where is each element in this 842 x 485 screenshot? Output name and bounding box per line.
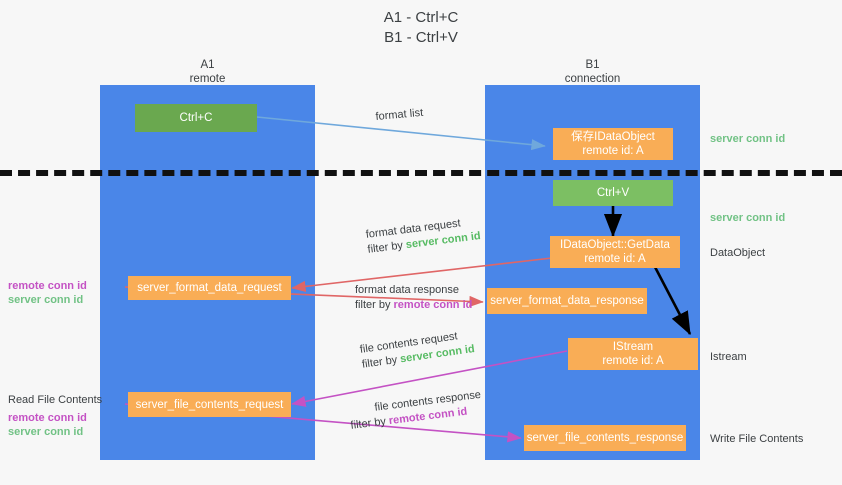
lane-header-b1-subtitle: connection	[564, 73, 621, 85]
node-ctrl-v[interactable]: Ctrl+V	[553, 180, 673, 206]
node-idataobject-getdata-label: IDataObject::GetData	[560, 239, 670, 251]
node-server-format-data-response-label: server_format_data_response	[490, 295, 644, 307]
edge-label-format-data-response: format data response filter by remote co…	[355, 283, 472, 313]
node-server-file-contents-response[interactable]: server_file_contents_response	[524, 425, 686, 451]
node-server-file-contents-request-label: server_file_contents_request	[135, 398, 284, 411]
lane-header-a1-title: A1	[200, 59, 215, 71]
filter-by-prefix-1: filter by	[366, 239, 407, 256]
node-server-format-data-response[interactable]: server_format_data_response	[487, 288, 647, 314]
node-idataobject-top-label: 保存IDataObject	[571, 131, 655, 143]
edge-label-format-data-request: format data request filter by server con…	[365, 214, 482, 258]
title-line-1: A1 - Ctrl+C	[383, 9, 459, 26]
title-line-2: B1 - Ctrl+V	[384, 29, 458, 46]
node-ctrl-c-label: Ctrl+C	[179, 112, 213, 124]
edge-label-file-contents-response: file contents response filter by remote …	[348, 388, 484, 434]
node-istream-sub: remote id: A	[602, 355, 664, 367]
edge-label-format-data-response-line1: format data response	[355, 284, 459, 296]
side-label-read-file-contents: Read File Contents	[8, 393, 102, 407]
node-server-file-contents-response-label: server_file_contents_response	[526, 432, 684, 444]
side-label-conn-ids-upper-remote: remote conn id	[8, 280, 87, 292]
edge-label-format-list: format list	[375, 106, 424, 125]
side-label-conn-ids-lower-remote: remote conn id	[8, 412, 87, 424]
node-ctrl-v-label: Ctrl+V	[596, 187, 630, 199]
filter-by-accent-2: remote conn id	[393, 299, 473, 311]
side-label-server-conn-id-top: server conn id	[710, 132, 785, 146]
node-idataobject-getdata-sub: remote id: A	[584, 253, 646, 265]
edge-label-file-contents-request: file contents request filter by server c…	[359, 327, 476, 373]
side-label-write-file-contents: Write File Contents	[710, 432, 803, 446]
filter-by-prefix-3: filter by	[361, 353, 402, 371]
lane-header-b1-title: B1	[585, 59, 600, 71]
phase-divider	[0, 170, 842, 176]
filter-by-prefix-2: filter by	[355, 299, 394, 311]
page-title: A1 - Ctrl+C B1 - Ctrl+V	[0, 8, 842, 48]
side-label-server-conn-id-mid-text: server conn id	[710, 212, 786, 224]
side-label-write-file-contents-text: Write File Contents	[710, 433, 804, 445]
side-label-conn-ids-upper: remote conn id server conn id	[8, 279, 87, 307]
node-istream[interactable]: IStream remote id: A	[568, 338, 698, 370]
side-label-read-file-contents-text: Read File Contents	[8, 394, 103, 406]
node-ctrl-c[interactable]: Ctrl+C	[135, 104, 257, 132]
side-label-conn-ids-lower-server: server conn id	[8, 426, 84, 438]
side-label-istream-text: Istream	[710, 351, 747, 363]
side-label-dataobject: DataObject	[710, 246, 765, 260]
edge-label-format-list-line1: format list	[375, 106, 424, 123]
node-server-format-data-request-label: server_format_data_request	[137, 282, 282, 294]
node-server-file-contents-request[interactable]: server_file_contents_request	[128, 392, 291, 417]
lane-header-a1-subtitle: remote	[189, 73, 226, 85]
side-label-dataobject-text: DataObject	[710, 247, 766, 259]
edge-label-format-data-response-line2: filter by remote conn id	[355, 298, 472, 313]
side-label-server-conn-id-mid: server conn id	[710, 211, 785, 225]
side-label-server-conn-id-top-text: server conn id	[710, 133, 786, 145]
side-label-conn-ids-lower: remote conn id server conn id	[8, 411, 87, 439]
node-idataobject-top[interactable]: 保存IDataObject remote id: A	[553, 128, 673, 160]
filter-by-prefix-4: filter by	[349, 415, 390, 432]
node-server-format-data-request[interactable]: server_format_data_request	[128, 276, 291, 300]
lane-header-b1: B1 connection	[485, 58, 700, 86]
side-label-istream: Istream	[710, 350, 747, 364]
lane-header-a1: A1 remote	[100, 58, 315, 86]
node-idataobject-top-sub: remote id: A	[582, 145, 644, 157]
node-idataobject-getdata[interactable]: IDataObject::GetData remote id: A	[550, 236, 680, 268]
node-istream-label: IStream	[612, 341, 654, 353]
side-label-conn-ids-upper-server: server conn id	[8, 294, 84, 306]
